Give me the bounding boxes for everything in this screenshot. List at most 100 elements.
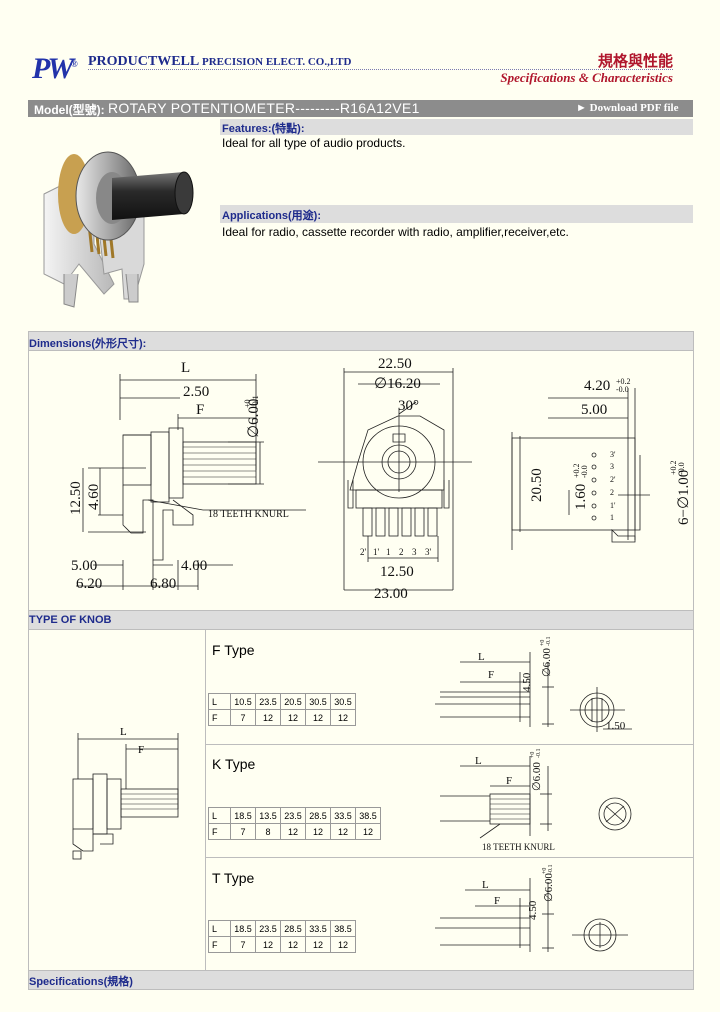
- model-bar: [28, 100, 693, 117]
- dim-side-shaft-tol-p: +0: [243, 399, 252, 408]
- dim-side-shaft: ∅6.00: [246, 399, 262, 438]
- dim-rear-160-tol-m: -0.0: [580, 465, 589, 478]
- company-name-main: PRODUCTWELL: [88, 54, 199, 69]
- specifications-label: Specifications(規格): [29, 976, 133, 988]
- front-pin-label: 2: [399, 547, 404, 557]
- table-cell: 30.5: [305, 693, 331, 710]
- table-cell: 28.5: [280, 920, 306, 937]
- table-cell: 30.5: [330, 693, 356, 710]
- table-cell: 10.5: [230, 693, 256, 710]
- applications-bar: [220, 205, 693, 223]
- dim-front-1620: ∅16.20: [374, 376, 421, 392]
- front-pin-label: 2': [360, 547, 367, 557]
- dim-side-1250: 12.50: [68, 481, 84, 515]
- table-cell: 33.5: [305, 920, 331, 937]
- f-dim-450: 4.50: [521, 672, 533, 692]
- logo-text: PW: [32, 52, 74, 85]
- company-name: PRODUCTWELL PRECISION ELECT. CO.,LTD: [88, 54, 351, 70]
- f-type-title: F Type: [212, 642, 255, 658]
- rear-pin-label: 1': [610, 501, 616, 510]
- t-type-title: T Type: [212, 870, 255, 886]
- table-cell: 38.5: [355, 807, 381, 824]
- t-dim-tol-p: +0: [542, 868, 548, 874]
- table-cell: 23.5: [255, 920, 281, 937]
- dim-rear-holes-tol-m: -0.0: [677, 462, 686, 475]
- f-type-drawing: L F 4.50 ∅6.00 1.50 +0 -0.1: [435, 637, 632, 732]
- table-cell: 12: [330, 823, 356, 840]
- knob-overview-drawing: L F: [72, 726, 179, 860]
- rear-view-drawing: [511, 388, 650, 550]
- table-cell: 12: [305, 709, 331, 726]
- table-cell: 12: [305, 936, 331, 953]
- dim-side-F: F: [196, 402, 204, 418]
- page-title-en: Specifications & Characteristics: [500, 70, 673, 85]
- features-label: Features:(特點):: [222, 123, 305, 135]
- table-cell: 12: [255, 709, 281, 726]
- dim-side-680: 6.80: [150, 576, 176, 592]
- dim-side-250: 2.50: [183, 384, 209, 400]
- f-dim-tol-p: +0: [540, 640, 546, 646]
- table-row-label: L: [208, 920, 231, 937]
- dim-front-1250: 12.50: [380, 564, 414, 580]
- dim-side-knurl: 18 TEETH KNURL: [208, 509, 289, 520]
- f-dim-F: F: [488, 669, 494, 681]
- applications-label: Applications(用途):: [222, 210, 321, 222]
- k-type-title: K Type: [212, 756, 256, 772]
- company-name-sub: PRECISION ELECT. CO.,LTD: [201, 56, 352, 68]
- features-text: Ideal for all type of audio products.: [222, 136, 406, 150]
- product-photo: [43, 151, 194, 308]
- applications-text: Ideal for radio, cassette recorder with …: [222, 225, 569, 239]
- download-pdf-link[interactable]: ► Download PDF file: [576, 102, 679, 114]
- f-dim-150: 1.50: [606, 720, 626, 732]
- table-cell: 12: [280, 709, 306, 726]
- dim-front-2300: 23.00: [374, 586, 408, 602]
- k-dim-F: F: [506, 775, 512, 787]
- knob-label: TYPE OF KNOB: [29, 614, 112, 626]
- k-dim-knurl: 18 TEETH KNURL: [482, 842, 555, 852]
- f-dim-shaft: ∅6.00: [541, 648, 553, 677]
- dim-side-460: 4.60: [86, 484, 102, 510]
- table-cell: 23.5: [255, 693, 281, 710]
- page-title-cn: 規格與性能: [597, 53, 673, 70]
- table-cell: 12: [305, 823, 331, 840]
- dim-rear-420-tol-p: +0.2: [616, 377, 631, 386]
- logo-registered: ®: [71, 59, 78, 69]
- company-logo: PW®: [32, 49, 78, 84]
- header-divider: [88, 69, 673, 70]
- table-cell: 12: [330, 936, 356, 953]
- table-row-label: F: [208, 936, 231, 953]
- table-cell: 7: [230, 823, 256, 840]
- table-cell: 20.5: [280, 693, 306, 710]
- f-dim-tol-m: -0.1: [546, 637, 552, 647]
- table-row-label: L: [208, 807, 231, 824]
- overview-F: F: [138, 744, 144, 756]
- t-type-drawing: L F 4.50 ∅6.00 +0 -0.1: [435, 865, 628, 952]
- t-dim-450: 4.50: [527, 900, 539, 920]
- k-dim-tol-p: +0: [530, 752, 536, 758]
- t-dim-tol-m: -0.1: [548, 865, 554, 875]
- side-view-drawing: [76, 374, 306, 590]
- dim-rear-holes: 6−∅1.00: [676, 470, 692, 525]
- dim-rear-160: 1.60: [573, 484, 589, 510]
- dim-rear-500: 5.00: [581, 402, 607, 418]
- front-view-drawing: [318, 368, 472, 591]
- t-dim-shaft: ∅6.00: [543, 873, 555, 902]
- dimension-drawings: L 2.50 F 12.50 4.60 5.00 4.00 6.20 6.80 …: [68, 356, 692, 602]
- rear-pin-label: 3: [610, 462, 614, 471]
- table-cell: 28.5: [305, 807, 331, 824]
- features-bar: [220, 119, 693, 135]
- f-dim-L: L: [478, 651, 485, 663]
- table-cell: 12: [330, 709, 356, 726]
- front-pin-label: 3: [412, 547, 417, 557]
- dimensions-label: Dimensions(外形尺寸):: [29, 338, 147, 350]
- k-dim-L: L: [475, 755, 482, 767]
- table-row-label: F: [208, 709, 231, 726]
- table-cell: 12: [280, 936, 306, 953]
- k-dim-shaft: ∅6.00: [531, 762, 543, 791]
